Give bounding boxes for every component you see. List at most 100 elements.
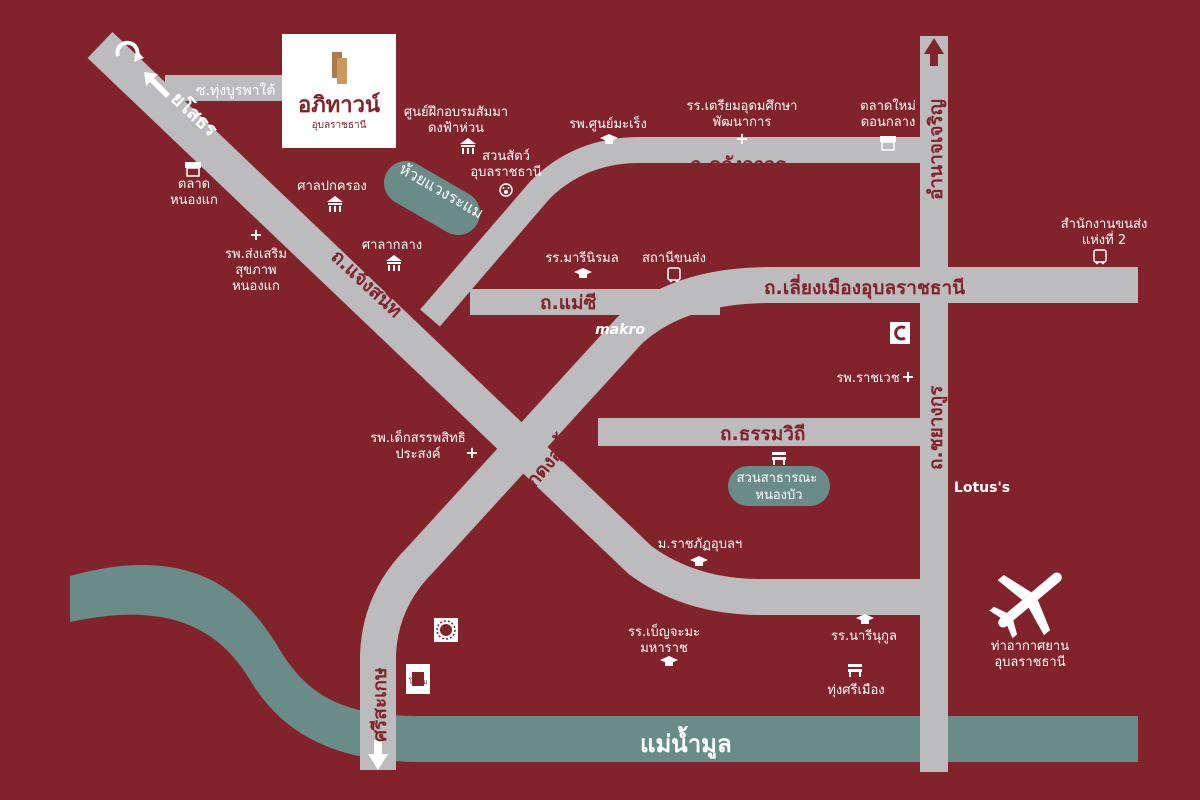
- building-icon: [406, 664, 430, 694]
- plus-icon: +: [249, 225, 262, 244]
- poi-rajabhat: ม.ราชภัฏอุบลฯ: [658, 537, 742, 552]
- poi-line: ท่าอากาศยาน: [991, 639, 1069, 654]
- arrow-up-icon: [924, 38, 944, 66]
- shop-icon-donklang: [880, 136, 896, 151]
- poi-thung-si-mueang: ทุ่งศรีเมือง: [827, 682, 884, 698]
- airplane-icon: [989, 572, 1062, 639]
- lotus-label: Lotus's: [954, 480, 1010, 496]
- road-label-soi: ซ.ทุ่งบูรพาใต้: [196, 82, 275, 99]
- bench-icon-thung: [848, 664, 862, 677]
- poi-district-office: ศาลปกครอง: [297, 179, 366, 194]
- poi-line: ทุ่งศรีเมือง: [827, 682, 884, 698]
- poi-training-center: ศูนย์ฝึกอบรมสัมมาดงฟ้าห่วน: [404, 104, 508, 136]
- road-label-amnat-charoen: อำนาจเจริญ: [925, 99, 947, 200]
- poi-airport: ท่าอากาศยานอุบลราชธานี: [991, 639, 1069, 670]
- poi-line: ตลาด: [178, 177, 210, 192]
- park-line2: หนองบัว: [755, 488, 802, 503]
- bus-icon-transport: [1093, 249, 1107, 265]
- c-logo-icon: [890, 322, 910, 344]
- park-label: สวนสาธารณะ หนองบัว: [737, 471, 822, 503]
- building-label: โพวัฒ: [409, 677, 428, 686]
- poi-ratchawet-hospital: รพ.ราชเวช: [836, 371, 900, 386]
- road-chaeng-sanit: [87, 31, 920, 615]
- poi-line: ตลาดใหม่: [860, 98, 916, 114]
- makro-label: makro: [595, 322, 645, 338]
- grad-cap-icon-narinukun: [856, 614, 874, 624]
- plus-icon-children: +: [465, 443, 478, 462]
- temple-icon-cityhall: [386, 255, 402, 271]
- poi-benchama: รร.เบ็ญจะมะมหาราช: [628, 622, 700, 656]
- temple-icon-district: [327, 196, 343, 212]
- svg-text:+: +: [249, 225, 262, 244]
- poi-line: หนองแก: [232, 279, 280, 294]
- poi-school-marie: รร.มารีนิรมล: [545, 250, 618, 266]
- poi-line: ประสงค์: [395, 446, 440, 462]
- arrow-down-icon: [368, 740, 388, 770]
- poi-line: หนองแก: [170, 193, 218, 208]
- poi-line: สถานีขนส่ง: [642, 250, 706, 266]
- road-label-thammawithi: ถ.ธรรมวิถี: [720, 423, 805, 445]
- poi-line: ศาลปกครอง: [297, 179, 366, 194]
- road-bypass: [360, 267, 1138, 770]
- road-label-khlang-awut: ถ.คลังอาวุธ: [690, 154, 787, 177]
- roads: [87, 31, 1138, 772]
- grad-cap-icon-sunymareng: [600, 134, 618, 144]
- poi-line: ม.ราชภัฏอุบลฯ: [658, 537, 742, 552]
- poi-layer: ศูนย์ฝึกอบรมสัมมาดงฟ้าห่วนสวนสัตว์อุบลรา…: [170, 98, 1147, 698]
- bus-icon: [667, 267, 681, 283]
- poi-line: รพ.ส่งเสริม: [225, 247, 287, 262]
- poi-line: รพ.เด็กสรรพสิทธิ: [370, 428, 465, 446]
- poi-hospital-nong-kae: รพ.ส่งเสริมสุขภาพหนองแก: [225, 247, 287, 294]
- park-line1: สวนสาธารณะ: [737, 471, 818, 486]
- poi-transport-office: สำนักงานขนส่งแห่งที่ 2: [1061, 217, 1148, 248]
- river-body: [70, 565, 1138, 762]
- road-label-sisaket: ศรีสะเกษ: [369, 667, 391, 742]
- poi-line: สุขภาพ: [235, 263, 276, 278]
- poi-school-triam: รร.เตรียมอุดมศึกษาพัฒนาการ: [687, 98, 798, 130]
- poi-line: ดอนกลาง: [861, 115, 916, 130]
- poi-market-nong-kae: ตลาดหนองแก: [170, 177, 218, 208]
- poi-children-hospital: รพ.เด็กสรรพสิทธิประสงค์: [370, 428, 465, 462]
- shop-icon: [185, 162, 201, 177]
- poi-bus-station: สถานีขนส่ง: [642, 250, 706, 266]
- poi-narinukun: รร.นารีนุกูล: [831, 628, 897, 644]
- logo-title: อภิทาวน์: [298, 92, 380, 118]
- poi-line: สวนสัตว์: [482, 148, 530, 164]
- road-khlang-awut: [420, 137, 930, 327]
- svg-text:+: +: [735, 129, 748, 148]
- poi-line: แห่งที่ 2: [1082, 231, 1126, 248]
- svg-text:+: +: [901, 367, 914, 386]
- u-turn-icon: [115, 40, 144, 62]
- poi-school-sunymareng: รพ.ศูนย์มะเร็ง: [569, 114, 647, 132]
- plus-icon-ratchawet: +: [901, 367, 914, 386]
- river-label: แม่น้ำมูล: [640, 725, 732, 759]
- poi-line: รร.นารีนุกูล: [831, 628, 897, 644]
- plus-icon-triam: +: [735, 129, 748, 148]
- poi-line: รพ.ศูนย์มะเร็ง: [569, 114, 647, 132]
- road-label-mae-si: ถ.แม่ซี: [540, 292, 596, 314]
- poi-line: ศูนย์ฝึกอบรมสัมมา: [404, 104, 508, 120]
- road-label-bypass: ถ.เลี่ยงเมืองอุบลราชธานี: [764, 274, 965, 300]
- logo-card: อภิทาวน์ อุบลราชธานี: [282, 34, 396, 148]
- poi-line: รร.เตรียมอุดมศึกษา: [687, 98, 798, 114]
- svg-text:+: +: [465, 443, 478, 462]
- poi-line: ศาลากลาง: [362, 238, 422, 253]
- park-nong-bua: สวนสาธารณะ หนองบัว: [728, 466, 830, 506]
- poi-line: รร.เบ็ญจะมะ: [628, 622, 700, 640]
- paw-icon: [499, 183, 513, 197]
- poi-line: มหาราช: [640, 641, 688, 656]
- grad-cap-icon-rajabhat: [690, 556, 708, 566]
- poi-line: อุบลราชธานี: [470, 164, 541, 180]
- bench-icon: [772, 452, 786, 465]
- grad-cap-icon-marie: [574, 268, 592, 278]
- temple-icon: [460, 138, 476, 154]
- logo-subtitle: อุบลราชธานี: [312, 119, 367, 131]
- poi-zoo: สวนสัตว์อุบลราชธานี: [470, 148, 541, 180]
- poi-city-hall: ศาลากลาง: [362, 238, 422, 253]
- grad-cap-icon-benchama: [660, 656, 678, 666]
- poi-market-don-klang: ตลาดใหม่ดอนกลาง: [860, 98, 916, 130]
- arrow-left-up-icon: [144, 72, 170, 98]
- sun-emblem-icon: [434, 618, 458, 642]
- poi-line: พัฒนาการ: [713, 115, 772, 130]
